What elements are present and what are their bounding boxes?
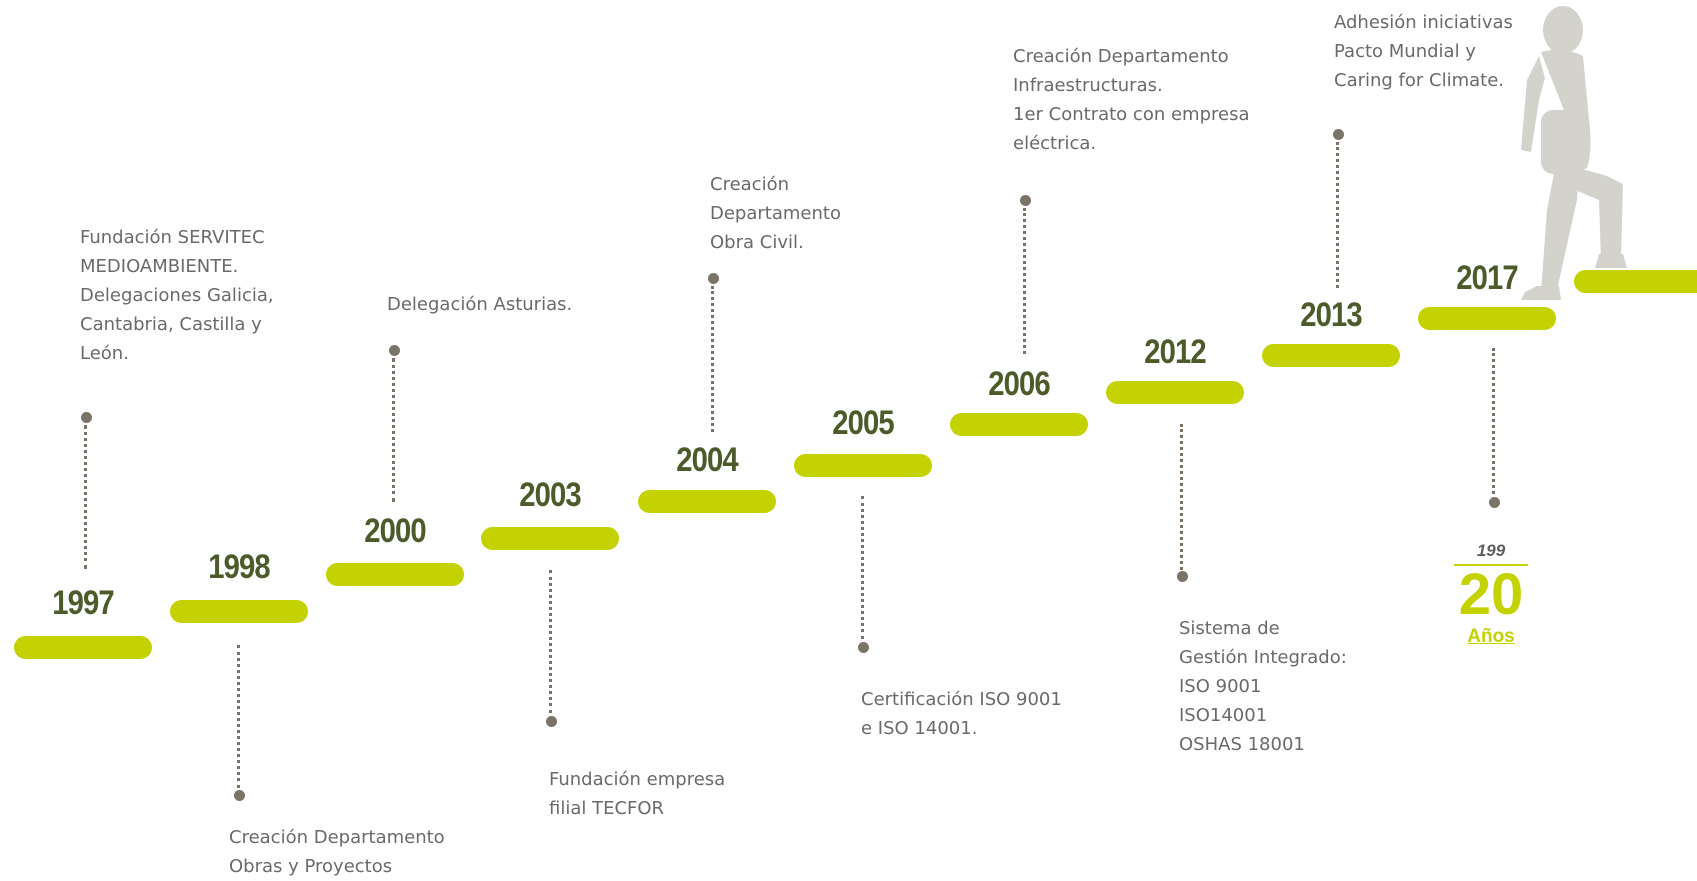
connector-line <box>1023 208 1026 354</box>
connector-dot <box>389 345 400 356</box>
year-label: 1997 <box>52 584 114 622</box>
step-bar <box>170 600 308 623</box>
year-label: 1998 <box>208 548 270 586</box>
description-line: Creación Departamento <box>1013 46 1229 67</box>
step-bar <box>638 490 776 513</box>
step-bar <box>1418 307 1556 330</box>
description-line: filial TECFOR <box>549 798 665 819</box>
year-label: 2003 <box>519 476 581 514</box>
description-line: OSHAS 18001 <box>1179 734 1305 755</box>
description-line: Delegaciones Galicia, <box>80 285 274 306</box>
description-line: Obras y Proyectos <box>229 856 393 877</box>
connector-dot <box>1333 129 1344 140</box>
connector-dot <box>1020 195 1031 206</box>
description-line: Infraestructuras. <box>1013 75 1163 96</box>
milestone-description: Delegación Asturias. <box>387 290 572 319</box>
description-line: Fundación SERVITEC <box>80 227 265 248</box>
connector-dot <box>81 412 92 423</box>
description-line: eléctrica. <box>1013 133 1097 154</box>
description-line: Fundación empresa <box>549 769 726 790</box>
description-line: Departamento <box>710 203 841 224</box>
year-label: 2013 <box>1300 296 1362 334</box>
description-line: Sistema de <box>1179 618 1280 639</box>
milestone-description: Fundación SERVITEC MEDIOAMBIENTE. Delega… <box>80 223 274 368</box>
description-line: Certificación ISO 9001 <box>861 689 1062 710</box>
description-line: Creación <box>710 174 789 195</box>
connector-dot <box>546 716 557 727</box>
step-bar <box>14 636 152 659</box>
connector-line <box>237 645 240 788</box>
description-line: e ISO 14001. <box>861 718 978 739</box>
connector-dot <box>1177 571 1188 582</box>
year-label: 2017 <box>1456 259 1518 297</box>
step-bar <box>1262 344 1400 367</box>
description-line: 1er Contrato con empresa <box>1013 104 1250 125</box>
connector-line <box>84 425 87 569</box>
description-line: Adhesión iniciativas <box>1334 12 1513 33</box>
connector-dot <box>708 273 719 284</box>
milestone-description: Creación Departamento Obras y Proyectos <box>229 823 445 881</box>
description-line: Cantabria, Castilla y <box>80 314 262 335</box>
year-label: 2004 <box>676 441 738 479</box>
connector-line <box>861 496 864 639</box>
person-climbing-stairs-silhouette-icon <box>1521 6 1627 300</box>
connector-dot <box>234 790 245 801</box>
connector-line <box>1492 348 1495 494</box>
milestone-description: Creación Departamento Infraestructuras. … <box>1013 42 1249 158</box>
connector-line <box>392 358 395 502</box>
description-line: MEDIOAMBIENTE. <box>80 256 239 277</box>
connector-line <box>549 570 552 713</box>
milestone-description: Sistema de Gestión Integrado: ISO 9001 I… <box>1179 614 1347 759</box>
description-line: Obra Civil. <box>710 232 804 253</box>
description-line: ISO 9001 <box>1179 676 1262 697</box>
connector-line <box>1180 424 1183 570</box>
milestone-description: Fundación empresa filial TECFOR <box>549 765 725 823</box>
year-label: 2005 <box>832 404 894 442</box>
milestone-description: Creación Departamento Obra Civil. <box>710 170 841 257</box>
anniversary-number: 20 <box>1458 562 1524 627</box>
connector-line <box>1336 142 1339 288</box>
step-bar <box>326 563 464 586</box>
year-label: 2000 <box>364 512 426 550</box>
description-line: Delegación Asturias. <box>387 294 573 315</box>
milestone-description: Adhesión iniciativas Pacto Mundial y Car… <box>1334 8 1513 95</box>
connector-dot <box>858 642 869 653</box>
year-label: 2006 <box>988 365 1050 403</box>
description-line: León. <box>80 343 129 364</box>
step-bar <box>1106 381 1244 404</box>
description-line: Gestión Integrado: <box>1179 647 1347 668</box>
step-bar-final <box>1574 270 1697 293</box>
description-line: ISO14001 <box>1179 705 1268 726</box>
year-label: 2012 <box>1144 333 1206 371</box>
connector-line <box>711 286 714 432</box>
description-line: Pacto Mundial y <box>1334 41 1476 62</box>
milestone-description: Certificación ISO 9001 e ISO 14001. <box>861 685 1062 743</box>
step-bar <box>950 413 1088 436</box>
connector-dot <box>1489 497 1500 508</box>
step-bar <box>481 527 619 550</box>
description-line: Creación Departamento <box>229 827 445 848</box>
anniversary-top: 199 <box>1454 541 1528 566</box>
description-line: Caring for Climate. <box>1334 70 1505 91</box>
anniversary-label: Años <box>1467 626 1515 647</box>
step-bar <box>794 454 932 477</box>
